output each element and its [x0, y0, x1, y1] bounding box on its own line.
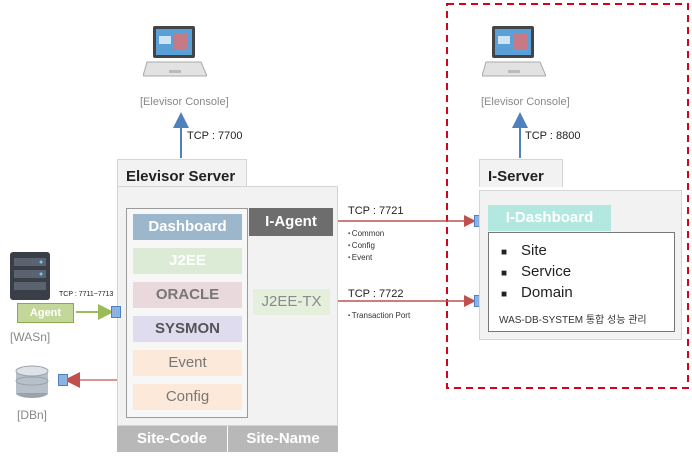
elevisor-server-title: Elevisor Server	[117, 159, 247, 187]
i-server-dashed-region	[446, 3, 689, 389]
laptop-icon-right	[481, 22, 547, 87]
was-port-square	[111, 306, 121, 318]
database-icon	[12, 363, 52, 404]
agent-channel-item: Common	[348, 228, 384, 240]
tx-channel-item: Transaction Port	[348, 310, 410, 322]
i-server-title: I-Server	[479, 159, 563, 187]
i-dashboard-items: ■Site ■Service ■Domain	[501, 241, 573, 304]
right-console-label: [Elevisor Console]	[481, 96, 570, 108]
item-site: Site	[521, 242, 547, 259]
module-j2ee: J2EE	[133, 248, 242, 274]
i-dashboard-item: ■Domain	[501, 284, 573, 301]
i-dashboard-item: ■Service	[501, 263, 572, 280]
agent-channel-item: Config	[348, 240, 384, 252]
item-domain: Domain	[521, 284, 573, 301]
left-console-label: [Elevisor Console]	[140, 96, 229, 108]
i-dashboard-item: ■Site	[501, 242, 547, 259]
i-server-footer-text: WAS-DB-SYSTEM 통합 성능 관리	[499, 315, 647, 326]
db-port-square	[58, 374, 68, 386]
db-label: [DBn]	[17, 408, 48, 422]
i-dashboard-content: ■Site ■Service ■Domain WAS-DB-SYSTEM 통합 …	[488, 232, 675, 332]
i-agent-block: I-Agent	[249, 208, 333, 236]
module-event: Event	[133, 350, 242, 376]
was-tcp-label: TCP : 7711~7713	[59, 291, 114, 298]
j2ee-tx-block: J2EE-TX	[253, 289, 330, 315]
agent-channel-item: Event	[348, 252, 384, 264]
item-service: Service	[521, 263, 572, 280]
module-sysmon: SYSMON	[133, 316, 242, 342]
module-config: Config	[133, 384, 242, 410]
footer-site-name: Site-Name	[228, 426, 338, 452]
was-label: [WASn]	[10, 330, 51, 344]
module-dashboard: Dashboard	[133, 214, 242, 240]
tx-channel-list: Transaction Port	[348, 310, 410, 322]
module-oracle: ORACLE	[133, 282, 242, 308]
i-dashboard-block: I-Dashboard	[488, 205, 611, 231]
laptop-icon-left	[142, 22, 208, 87]
was-server-icon	[8, 250, 52, 307]
footer-site-code: Site-Code	[117, 426, 227, 452]
agent-badge: Agent	[17, 303, 74, 323]
tx-tcp-label: TCP : 7722	[348, 288, 404, 300]
agent-tcp-label: TCP : 7721	[348, 205, 404, 217]
agent-channel-list: Common Config Event	[348, 228, 384, 264]
left-console-tcp: TCP : 7700	[187, 130, 243, 142]
right-console-tcp: TCP : 8800	[525, 130, 581, 142]
module-list	[126, 208, 248, 418]
